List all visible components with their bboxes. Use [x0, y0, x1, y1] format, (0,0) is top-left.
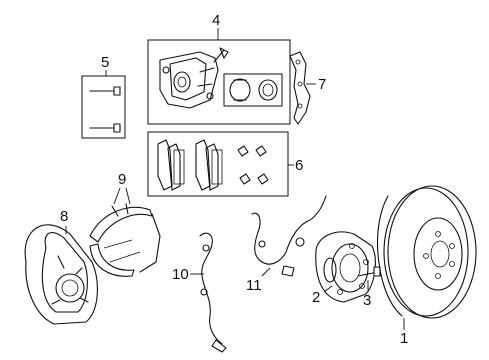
callout-2: 2 — [312, 289, 320, 306]
caliper-frame — [147, 39, 291, 125]
caliper-assembly-group: 4 — [147, 12, 291, 125]
bolt-icon — [89, 86, 121, 133]
callout-5: 5 — [101, 54, 109, 71]
brake-rotor-icon: 1 — [376, 185, 477, 347]
backing-plate-icon: 8 — [24, 208, 98, 325]
brake-shoe-icon: 9 — [89, 171, 161, 277]
callout-1: 1 — [400, 330, 408, 347]
piston-icon — [223, 73, 283, 107]
bleeder-screw-icon — [213, 47, 229, 63]
abs-sensor-icon: 10 — [172, 232, 227, 353]
callout-11: 11 — [246, 277, 262, 294]
callout-3: 3 — [363, 292, 371, 309]
caliper-bracket-icon: 7 — [289, 51, 326, 125]
callout-7: 7 — [318, 76, 326, 93]
callout-9: 9 — [118, 171, 126, 188]
callout-6: 6 — [295, 157, 303, 174]
pad-clip-icon — [237, 145, 269, 185]
brake-pads-frame — [147, 131, 289, 197]
callout-10: 10 — [172, 266, 189, 283]
callout-8: 8 — [60, 208, 68, 225]
bolts-frame — [81, 75, 126, 139]
callout-4: 4 — [212, 12, 220, 29]
abs-sensor-icon: 11 — [246, 195, 327, 294]
brake-pads-group: 6 — [147, 131, 303, 197]
caliper-icon — [159, 51, 219, 109]
brake-pad-icon — [157, 139, 223, 191]
bolts-group: 5 — [81, 54, 126, 139]
